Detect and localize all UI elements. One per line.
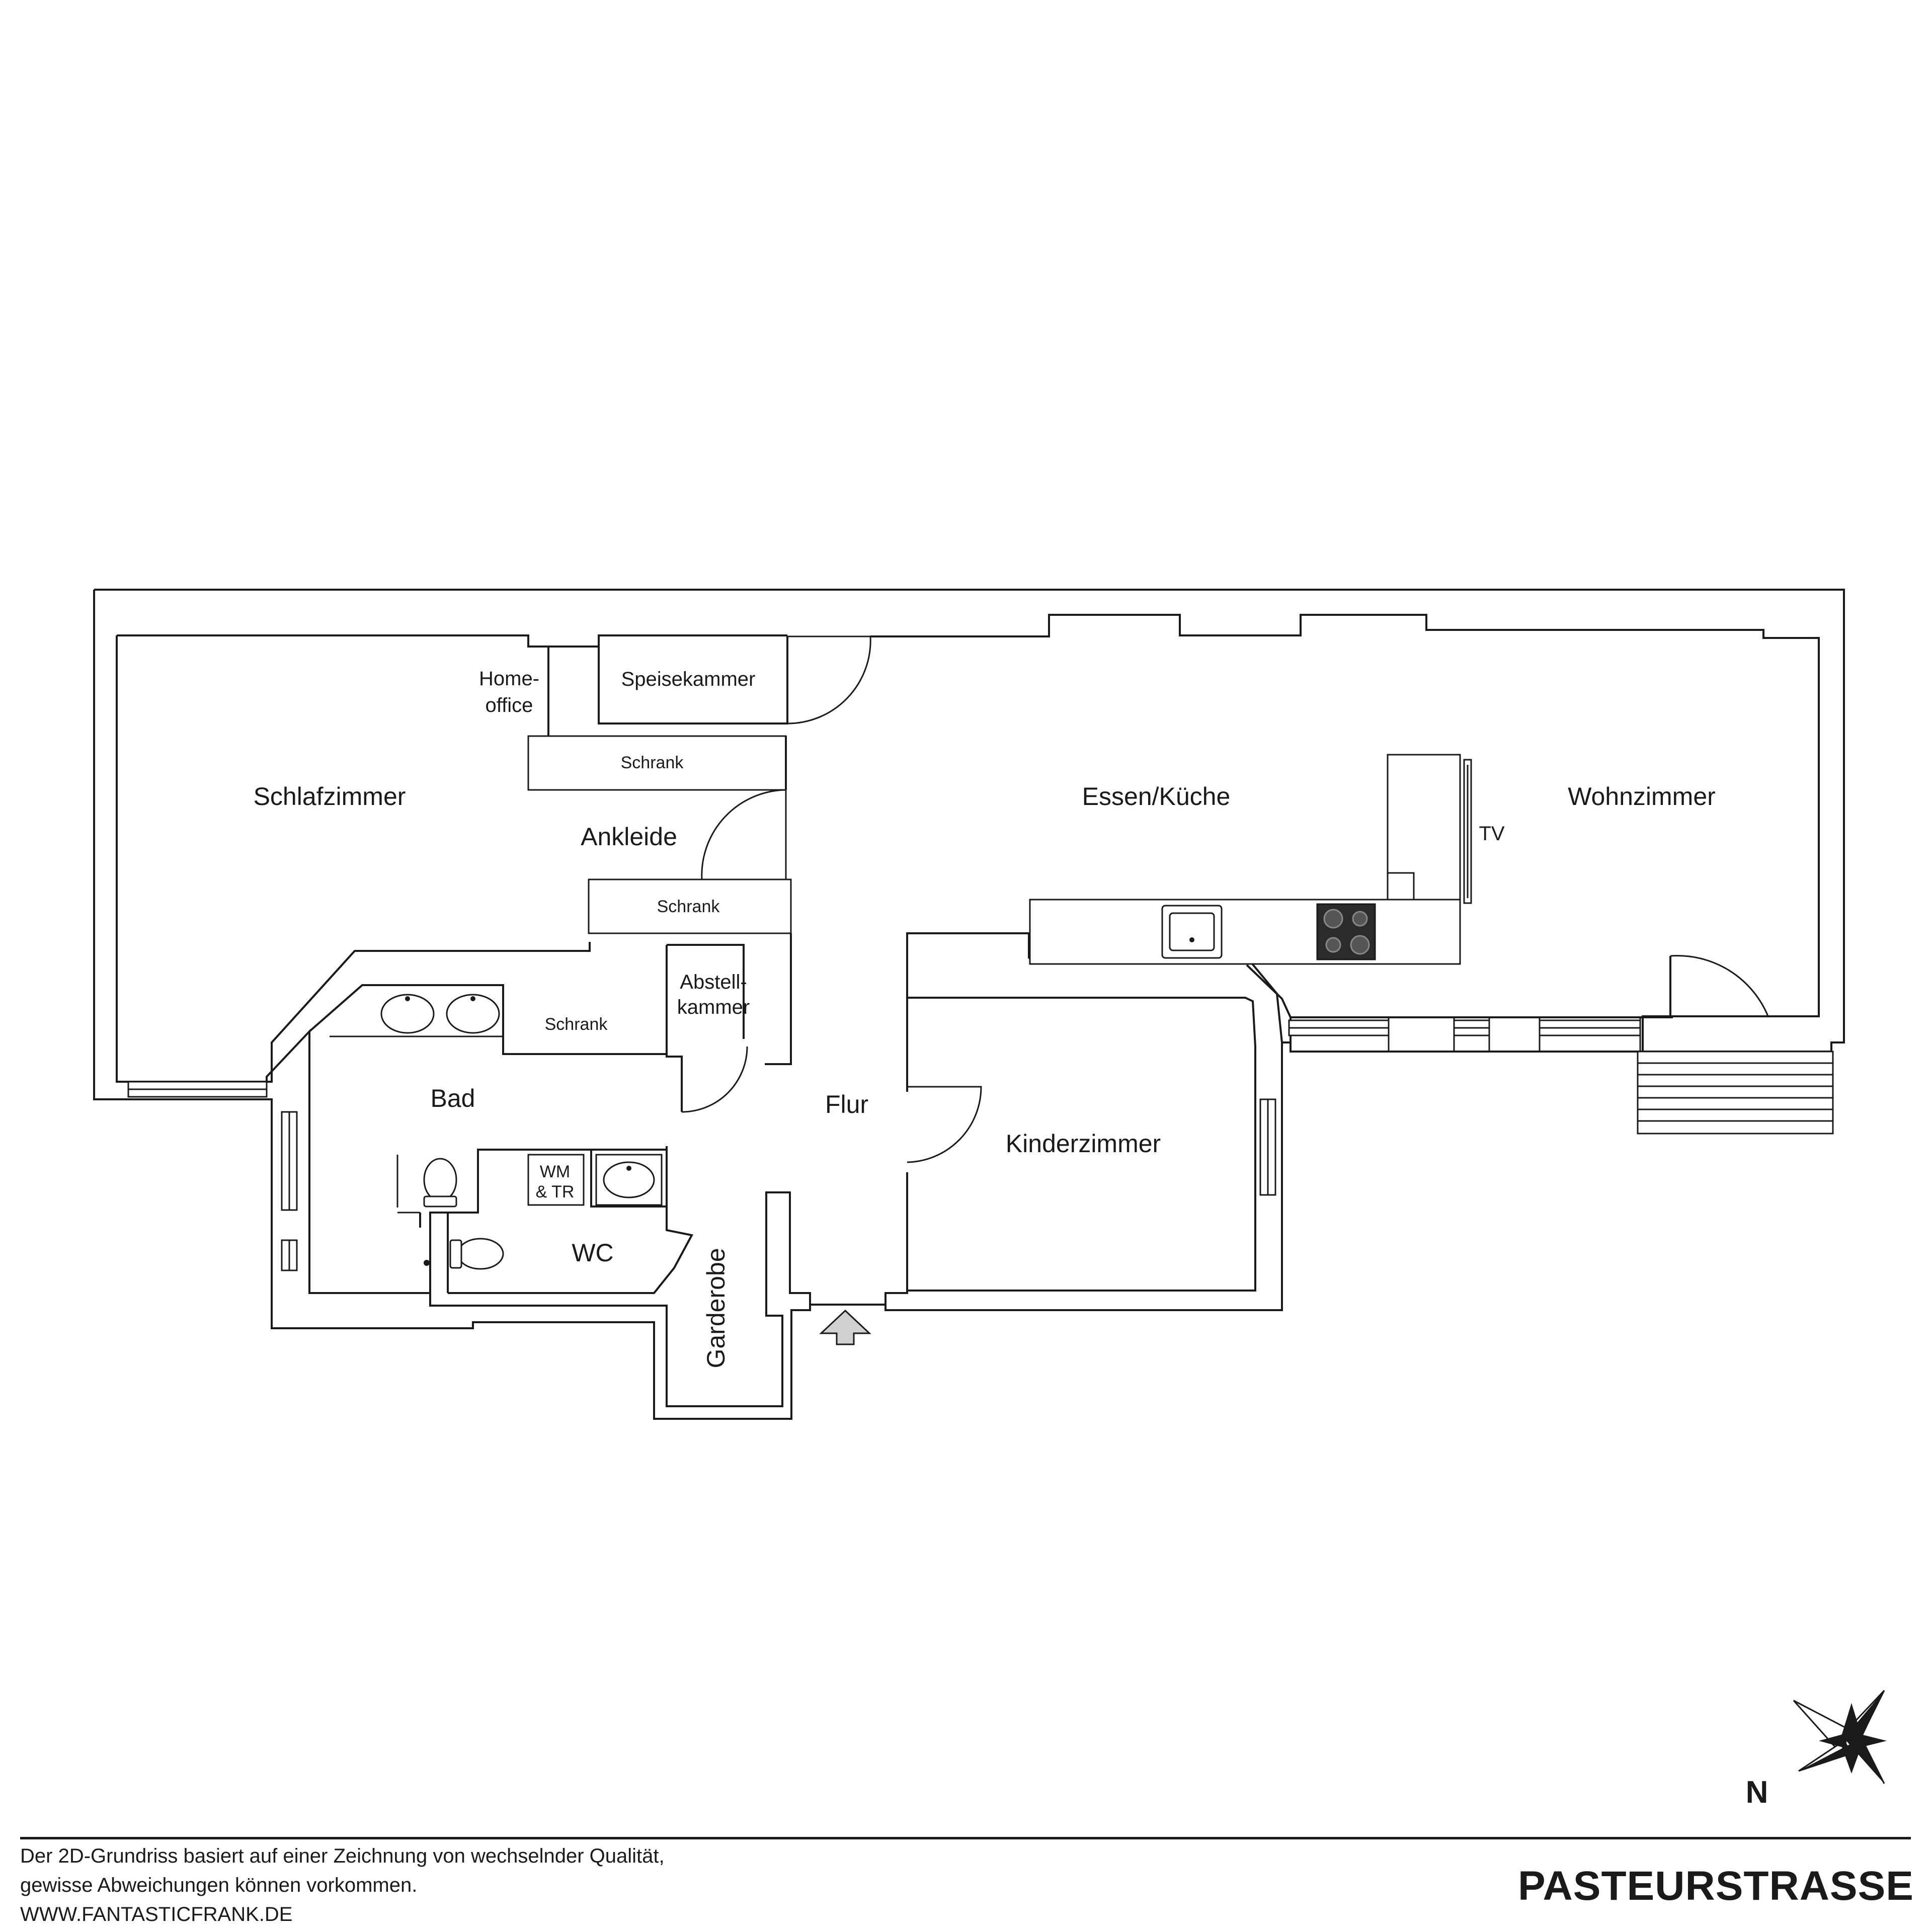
label-schlafzimmer: Schlafzimmer — [254, 782, 406, 811]
compass-north-label: N — [1746, 1775, 1768, 1810]
bad-fixtures — [380, 994, 663, 1270]
sink-icon — [1161, 905, 1223, 959]
sink-icon — [446, 994, 500, 1034]
disclaimer-line-1: Der 2D-Grundriss basiert auf einer Zeich… — [20, 1845, 665, 1867]
label-wm: WM — [540, 1162, 570, 1181]
label-ankleide: Ankleide — [581, 823, 677, 851]
window-icon — [1288, 1019, 1390, 1036]
tv-cabinet-corner — [1387, 872, 1415, 901]
window-icon — [281, 1239, 298, 1271]
label-garderobe: Garderobe — [702, 1248, 730, 1368]
label-speisekammer: Speisekammer — [621, 668, 756, 690]
balcony-stairs-icon — [1637, 1051, 1834, 1135]
label-tv: TV — [1479, 823, 1504, 845]
compass-rose-icon — [1793, 1689, 1887, 1784]
kitchen-counter — [1029, 899, 1461, 965]
toilet-icon — [449, 1238, 504, 1270]
label-schrank-bad: Schrank — [545, 1015, 608, 1034]
door-swing-icon — [681, 1046, 748, 1113]
window-icon — [1259, 1098, 1276, 1196]
street-title: PASTEURSTRASSE — [1517, 1863, 1914, 1909]
label-schrank-top: Schrank — [621, 753, 684, 772]
label-kinderzimmer: Kinderzimmer — [1006, 1130, 1161, 1158]
label-wc: WC — [572, 1239, 613, 1267]
sink-icon — [380, 994, 435, 1034]
label-essen-kueche: Essen/Küche — [1082, 782, 1231, 811]
toilet-icon — [423, 1158, 457, 1208]
window-icon — [1539, 1019, 1641, 1036]
website-link[interactable]: WWW.FANTASTICFRANK.DE — [20, 1903, 293, 1925]
label-homeoffice-1: Home- — [479, 668, 539, 690]
interior-walls — [117, 635, 1472, 1294]
disclaimer-line-2: gewisse Abweichungen können vorkommen. — [20, 1874, 418, 1896]
label-flur: Flur — [825, 1090, 868, 1118]
label-schrank-mid: Schrank — [657, 897, 720, 916]
window-icon — [1453, 1019, 1490, 1036]
window-icon — [281, 1111, 298, 1211]
footer-divider — [20, 1837, 1911, 1839]
windows — [127, 1017, 1641, 1271]
door-swing-icon — [1669, 955, 1769, 1018]
door-swing-icon — [907, 1086, 982, 1163]
outer-walls — [93, 589, 1845, 1420]
label-abstellkammer-2: kammer — [677, 996, 750, 1018]
schrank-ankleide — [588, 878, 792, 934]
schrank-top — [527, 735, 787, 791]
doors — [681, 635, 1769, 1163]
label-bad: Bad — [431, 1084, 475, 1112]
sink-icon — [595, 1154, 663, 1206]
label-abstellkammer-1: Abstell- — [680, 971, 747, 993]
door-swing-icon — [701, 789, 787, 880]
label-wm-tr: & TR — [536, 1182, 575, 1201]
door-swing-icon — [787, 635, 871, 725]
stove-icon — [1316, 903, 1376, 960]
label-homeoffice-2: office — [486, 694, 533, 716]
washer-box — [527, 1154, 585, 1206]
entrance-arrow-icon — [819, 1309, 871, 1345]
kitchen-fixtures — [1161, 903, 1376, 960]
window-icon — [127, 1081, 268, 1098]
label-wohnzimmer: Wohnzimmer — [1568, 782, 1716, 811]
